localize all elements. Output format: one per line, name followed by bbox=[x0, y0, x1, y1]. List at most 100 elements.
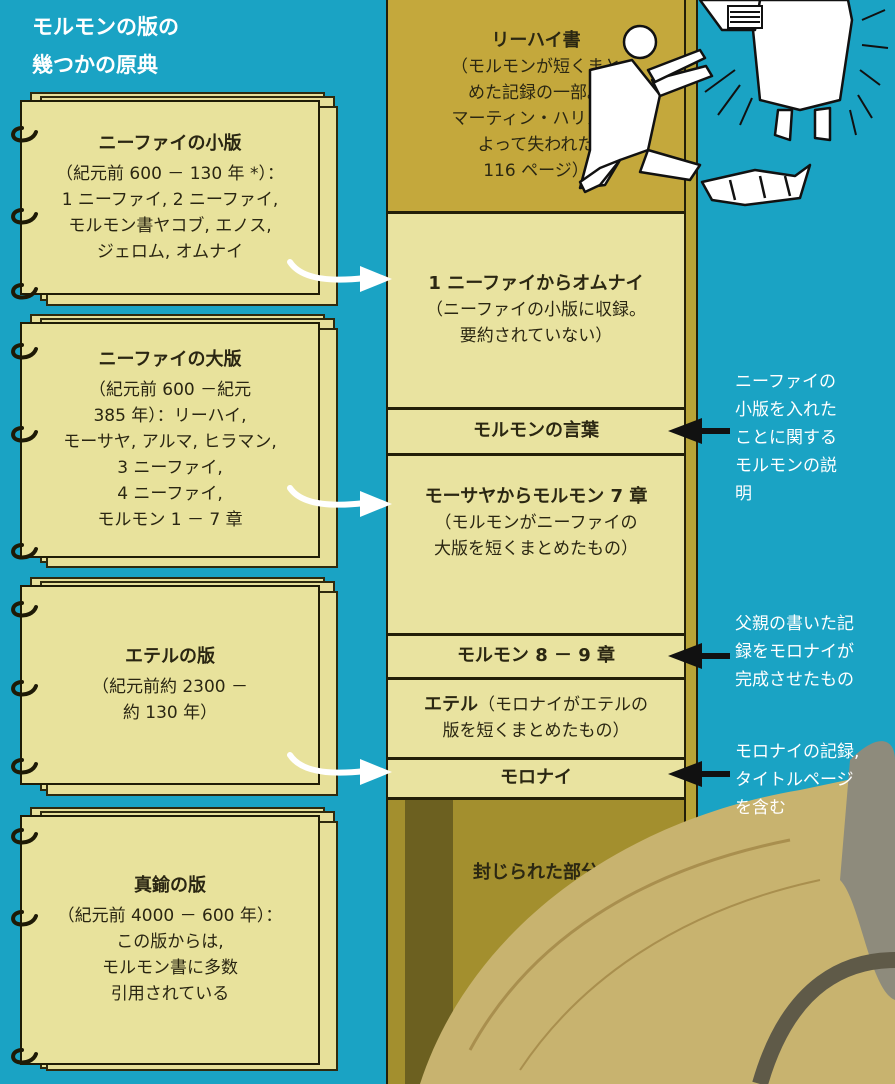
section-line: （ニーファイの小版に収録。 bbox=[426, 300, 646, 320]
annotation-line: モルモンの説 bbox=[735, 456, 837, 476]
section-line: 要約されていない） bbox=[459, 326, 613, 346]
arrowhead bbox=[360, 759, 392, 785]
plates-of-ether: エテルの版 （紀元前約 2300 － 約 130 年） bbox=[20, 577, 350, 800]
ring-icon bbox=[11, 910, 38, 927]
lost-manuscript-icon bbox=[700, 163, 812, 207]
small-plates-of-nephi: ニーファイの小版 （紀元前 600 － 130 年 *）： 1 ニーファイ, 2… bbox=[20, 92, 350, 310]
section-title: 1 ニーファイからオムナイ bbox=[428, 273, 644, 294]
section-ether: エテル（モロナイがエテルの 版を短くまとめたもの） bbox=[386, 678, 686, 758]
section-mormon-8-9: モルモン 8 － 9 章 bbox=[386, 634, 686, 678]
section-title: モルモン 8 － 9 章 bbox=[456, 645, 616, 666]
pointer-shaft bbox=[700, 428, 730, 434]
gold-plates-icon bbox=[727, 5, 763, 29]
section-divider bbox=[386, 797, 686, 800]
section-mosiah-to-mormon7: モーサヤからモルモン 7 章 （モルモンがニーファイの 大版を短くまとめたもの） bbox=[386, 454, 686, 634]
ring-icon bbox=[11, 208, 38, 225]
ring-icon bbox=[11, 680, 38, 697]
annotation-mormon-8-9: 父親の書いた記 録をモロナイが 完成させたもの bbox=[735, 610, 895, 694]
section-divider bbox=[386, 407, 686, 410]
section-words-of-mormon: モルモンの言葉 bbox=[386, 408, 686, 454]
ring-icon bbox=[11, 1048, 38, 1065]
column-edge bbox=[686, 0, 698, 1084]
annotation-line: ことに関する bbox=[735, 428, 837, 448]
section-divider bbox=[386, 677, 686, 680]
pointer-shaft bbox=[700, 771, 730, 777]
ring-icon bbox=[11, 283, 38, 300]
plate-front: 真鍮の版 （紀元前 4000 － 600 年）： この版からは, モルモン書に多… bbox=[20, 815, 320, 1065]
plate-front: エテルの版 （紀元前約 2300 － 約 130 年） bbox=[20, 585, 320, 785]
section-title: エテル bbox=[424, 694, 478, 715]
pointer-shaft bbox=[700, 653, 730, 659]
title-line-1: モルモンの版の bbox=[32, 15, 179, 39]
section-line: めた記録の一部。 bbox=[468, 83, 604, 103]
diagram-title: モルモンの版の 幾つかの原典 bbox=[32, 8, 292, 84]
section-title: モーサヤからモルモン 7 章 bbox=[424, 486, 648, 507]
section-title: 封じられた部分 bbox=[473, 862, 599, 883]
ring-icon bbox=[11, 343, 38, 360]
plate-line: 4 ニーファイ, bbox=[117, 484, 223, 504]
annotation-line: 明 bbox=[735, 484, 752, 504]
plate-line: モルモン書に多数 bbox=[102, 958, 238, 978]
arrowhead bbox=[360, 491, 392, 517]
annotation-words-of-mormon: ニーファイの 小版を入れた ことに関する モルモンの説 明 bbox=[735, 368, 895, 508]
large-plates-of-nephi: ニーファイの大版 （紀元前 600 －紀元 385 年）：リーハイ, モーサヤ,… bbox=[20, 314, 350, 572]
section-title: モロナイ bbox=[500, 767, 572, 788]
plate-line: （紀元前約 2300 － bbox=[91, 677, 249, 697]
brass-plates: 真鍮の版 （紀元前 4000 － 600 年）： この版からは, モルモン書に多… bbox=[20, 807, 350, 1080]
ring-icon bbox=[11, 426, 38, 443]
pointer-head bbox=[668, 418, 702, 444]
section-divider bbox=[386, 453, 686, 456]
section-line: マーティン・ハリスに bbox=[451, 109, 621, 129]
plate-line: （紀元前 600 － 130 年 *）： bbox=[56, 163, 284, 184]
plate-front: ニーファイの大版 （紀元前 600 －紀元 385 年）：リーハイ, モーサヤ,… bbox=[20, 322, 320, 558]
plate-title: ニーファイの小版 bbox=[98, 132, 242, 154]
arrow-ether-plates bbox=[287, 752, 368, 776]
section-divider bbox=[386, 757, 686, 760]
title-line-2: 幾つかの原典 bbox=[32, 53, 158, 77]
section-line: よって失われた bbox=[477, 135, 595, 155]
annotation-line: タイトルページ bbox=[735, 770, 854, 790]
plate-front: ニーファイの小版 （紀元前 600 － 130 年 *）： 1 ニーファイ, 2… bbox=[20, 100, 320, 295]
plate-line: 1 ニーファイ, 2 ニーファイ, bbox=[61, 189, 279, 210]
plate-title: ニーファイの大版 bbox=[98, 349, 242, 370]
plate-title: 真鍮の版 bbox=[134, 875, 206, 896]
section-line: （モルモンが短くまと bbox=[451, 57, 621, 77]
annotation-line: を含む bbox=[735, 798, 786, 818]
arrowhead bbox=[360, 266, 392, 292]
annotation-moroni: モロナイの記録, タイトルページ を含む bbox=[735, 738, 895, 822]
ring-icon bbox=[11, 758, 38, 775]
section-line: （モルモンがニーファイの bbox=[434, 513, 638, 533]
ring-icon bbox=[11, 543, 38, 560]
section-title-rest: （モロナイがエテルの bbox=[478, 695, 648, 715]
arrow-small-plates bbox=[287, 259, 368, 283]
plate-line: モルモン 1 － 7 章 bbox=[97, 510, 243, 530]
plate-line: 3 ニーファイ, bbox=[117, 458, 223, 478]
annotation-line: ニーファイの bbox=[735, 372, 836, 392]
annotation-line: 父親の書いた記 bbox=[735, 614, 854, 634]
section-divider bbox=[386, 211, 686, 214]
section-divider bbox=[386, 633, 686, 636]
ring-icon bbox=[11, 828, 38, 845]
radiance-lines bbox=[704, 9, 889, 136]
plates-photo-corner bbox=[420, 741, 895, 1084]
section-1nephi-to-omni: 1 ニーファイからオムナイ （ニーファイの小版に収録。 要約されていない） bbox=[386, 212, 686, 408]
section-line: エテル（モロナイがエテルの bbox=[424, 692, 648, 718]
plate-line: （紀元前 4000 － 600 年）： bbox=[57, 906, 283, 926]
plate-line: （紀元前 600 －紀元 bbox=[88, 380, 252, 400]
ring-icon bbox=[11, 601, 38, 618]
annotation-line: モロナイの記録, bbox=[735, 742, 860, 762]
arrow-large-plates bbox=[287, 485, 368, 508]
plate-title: エテルの版 bbox=[125, 646, 215, 667]
angel-figure bbox=[698, 0, 854, 142]
kneeling-man-figure bbox=[578, 24, 714, 194]
plate-line: モーサヤ, アルマ, ヒラマン, bbox=[63, 432, 277, 452]
section-line: 大版を短くまとめたもの） bbox=[434, 539, 638, 559]
plate-line: ジェロム, オムナイ bbox=[96, 241, 244, 262]
plate-line: 385 年）：リーハイ, bbox=[93, 406, 247, 426]
ring-icon bbox=[11, 126, 38, 143]
plate-line: この版からは, bbox=[116, 932, 224, 952]
section-title: リーハイ書 bbox=[491, 30, 581, 51]
section-title: モルモンの言葉 bbox=[473, 420, 599, 441]
